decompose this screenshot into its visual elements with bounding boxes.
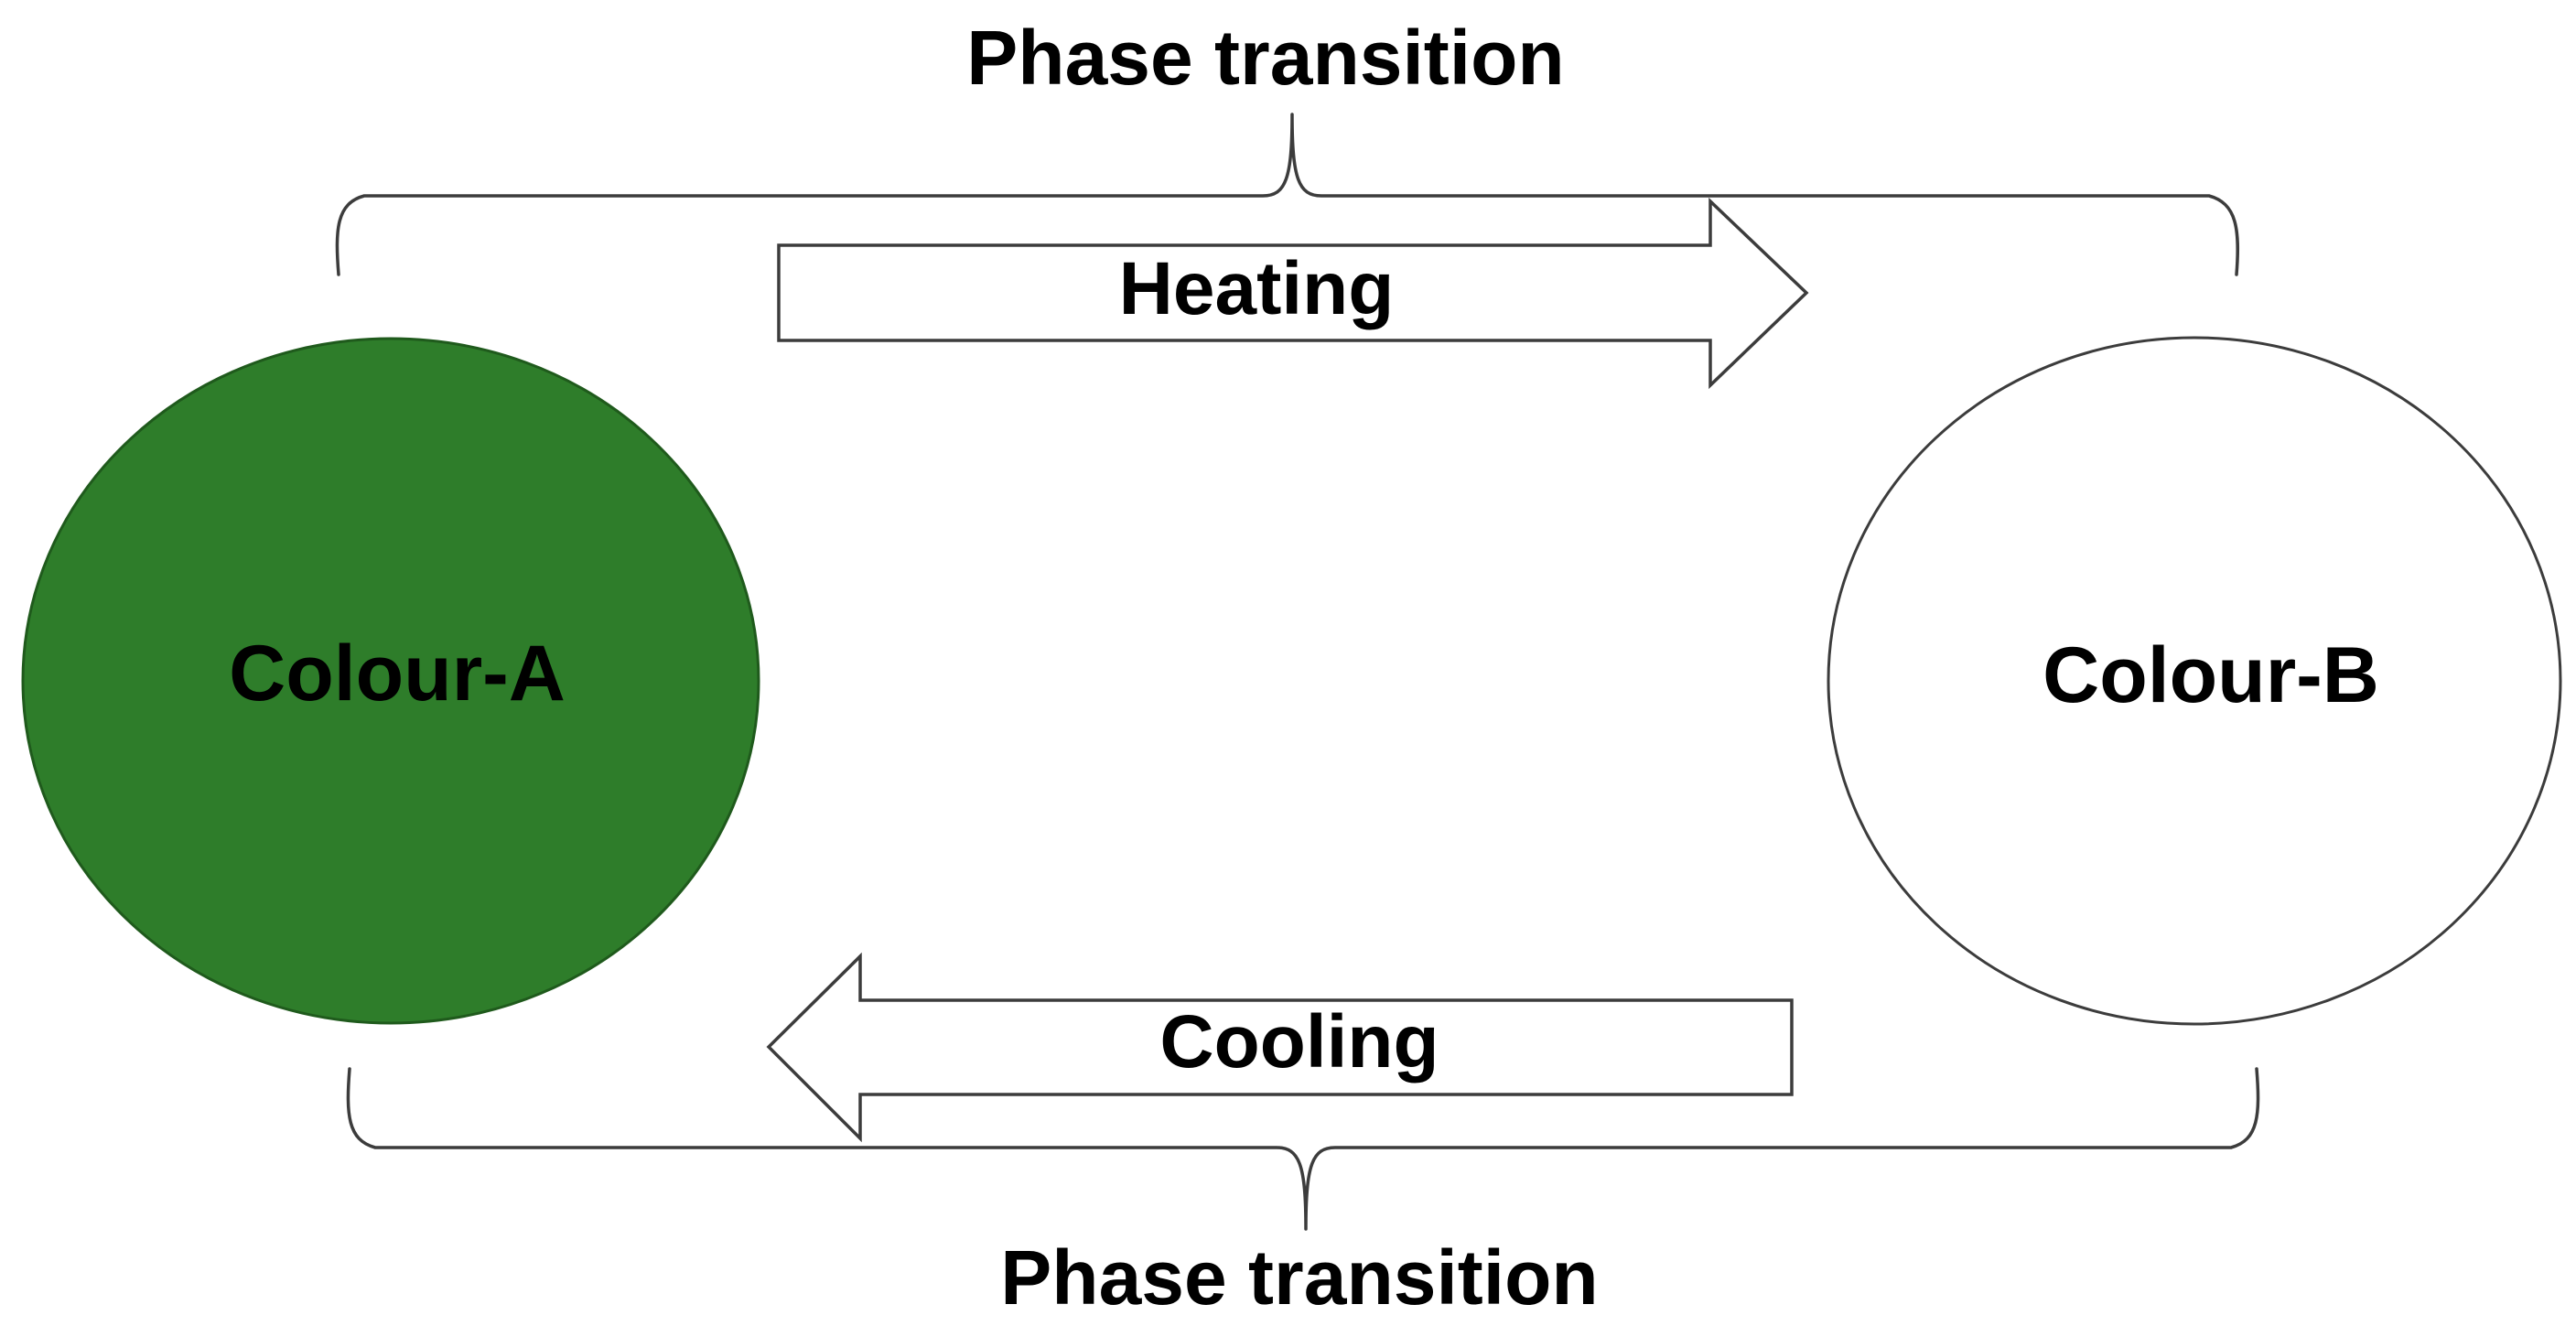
colour-b-node	[1827, 336, 2562, 1026]
bottom-brace	[346, 1067, 2260, 1231]
bottom-brace-label: Phase transition	[1000, 1234, 1599, 1321]
heating-arrow	[777, 197, 1809, 390]
cooling-label: Cooling	[1159, 1000, 1439, 1083]
top-brace	[335, 113, 2240, 276]
top-brace-label: Phase transition	[966, 15, 1565, 101]
colour-b-label: Colour-B	[2042, 631, 2379, 719]
heating-label: Heating	[1119, 247, 1395, 330]
cooling-arrow	[766, 952, 1794, 1143]
colour-a-label: Colour-A	[229, 630, 566, 717]
colour-a-node	[21, 337, 760, 1025]
